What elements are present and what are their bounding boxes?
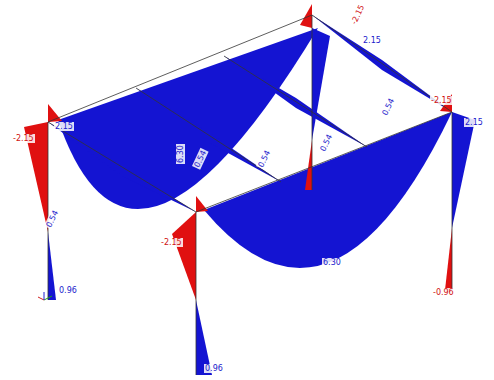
moment-value: -2.15 <box>12 134 35 143</box>
beam-moment <box>224 56 367 147</box>
moment-value: 2.15 <box>464 118 484 127</box>
moment-value: 0.54 <box>256 148 273 170</box>
beam-moment <box>204 112 452 268</box>
column-moment <box>312 28 330 140</box>
frame-members <box>48 15 452 375</box>
beam-moment <box>312 15 452 112</box>
beam-moment <box>48 122 196 212</box>
moment-value: 6.30 <box>176 144 185 164</box>
negative-moment <box>24 4 452 300</box>
moment-value: -2.15 <box>160 238 183 247</box>
column-moment <box>445 228 452 290</box>
column-moment <box>305 140 312 190</box>
positive-moment <box>48 15 475 375</box>
moment-value: 6.30 <box>322 258 342 267</box>
beam-moment <box>136 88 281 182</box>
moment-value: 0.96 <box>58 286 78 295</box>
column-moment <box>172 212 196 300</box>
moment-value: -0.96 <box>432 288 455 297</box>
axis-icon <box>38 292 52 300</box>
moment-value: 2.15 <box>54 122 74 131</box>
moment-value: 2.15 <box>362 36 382 45</box>
moment-value: 0.54 <box>318 132 335 154</box>
moment-value: 0.96 <box>204 364 224 373</box>
column-moment <box>48 232 56 300</box>
moment-value: 0.54 <box>380 96 397 118</box>
moment-value: -2.15 <box>349 2 367 26</box>
moment-value: -2.15 <box>430 96 453 105</box>
column-moment <box>452 112 475 228</box>
